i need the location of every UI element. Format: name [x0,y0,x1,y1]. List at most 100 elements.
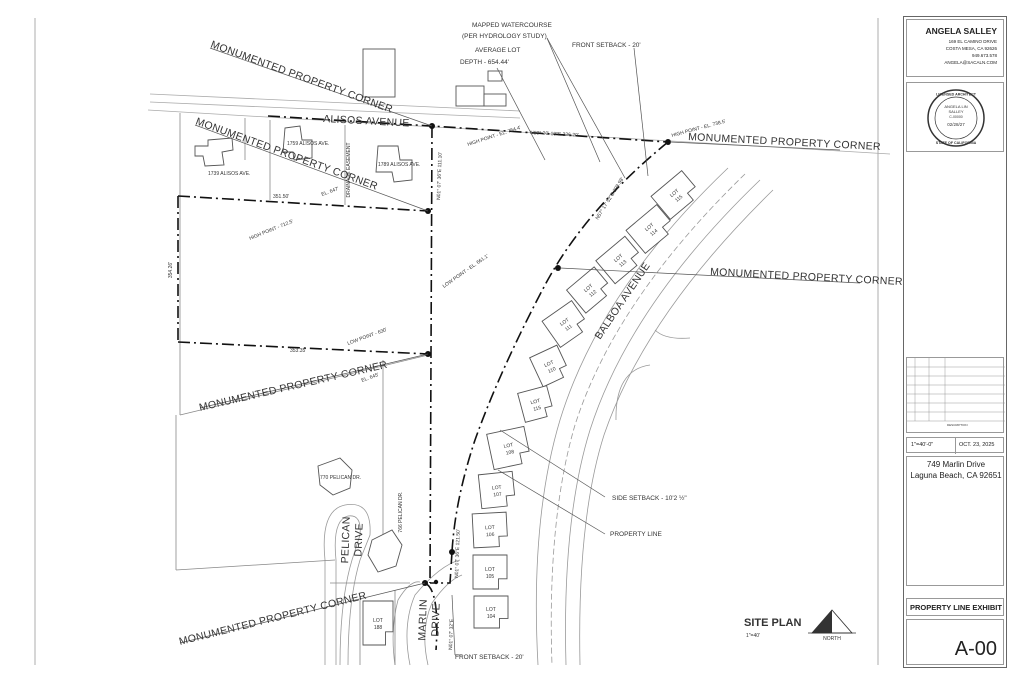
lot-number-label: 110 [547,366,557,375]
elevation-el-645: EL. 645' [361,372,380,384]
architect-seal-icon: LICENSED ARCHITECT ANGELA LIN SALLEY C-0… [927,89,985,147]
pelican-drive-road [323,503,371,666]
property-boundary [177,115,669,651]
drawing-scale: 1"=40'-0" [911,442,934,448]
lot-number-label: 112 [588,289,598,299]
lot-building-outline [565,266,609,314]
distance-2: 353.35' [290,348,306,354]
lot-number-label: 108 [505,449,515,457]
lot-word-label: LOT [485,567,495,573]
lot-word-label: LOT [503,442,514,450]
lot-building-outline [362,600,394,646]
lot-number-label: 104 [487,614,496,620]
street-label-alisos: ALISOS AVENUE [323,113,410,130]
seal-name-2: SALLEY [948,109,963,114]
lot-word-label: LOT [583,283,594,294]
bearing-east-line-2: N01° 07' 36"E 121.50' [454,529,462,578]
lot-building-outline [473,595,509,629]
drawing-date: OCT. 23, 2025 [959,442,995,448]
lot-word-label: LOT [373,618,383,624]
project-address-panel: 749 Marlin Drive Laguna Beach, CA 92651 [906,456,1004,586]
address-766-pelican: 766 PELICAN DR. [398,491,404,532]
elevation-low-point-1: LOW POINT - EL. 661.1' [442,253,490,289]
elevation-high-point-3: HIGH POINT - 712.5' [249,219,295,242]
street-label-marlin-2: DRIVE [429,603,442,637]
elevation-low-point-2: LOW POINT - 630' [347,327,388,347]
scale-date-row: 1"=40'-0" OCT. 23, 2025 [906,437,1004,454]
callout-monumented-corner-5: MONUMENTED PROPERTY CORNER [198,359,389,414]
site-plan-scale: 1"=40' [746,633,760,639]
lot-number-label: 115 [674,194,684,204]
lot-building-outline [625,204,671,254]
revisions-grid: DESCRIPTION [907,358,1005,427]
callout-monumented-corner-3: MONUMENTED PROPERTY CORNER [688,131,881,153]
lot-building-outline [517,385,553,423]
distance-3: 354.26' [168,262,174,278]
lot-building-outline [472,554,508,590]
sheet-title-panel: PROPERTY LINE EXHIBIT [906,598,1004,616]
lot-number-label: 107 [493,492,502,499]
address-1789-alisos: 1789 ALISOS AVE. [378,162,420,168]
architect-name: ANGELA SALLEY [925,26,997,36]
lot-word-label: LOT [492,485,502,492]
north-label: NORTH [823,636,841,642]
architect-phone: 949.673.578 [971,53,997,58]
revisions-description-label: DESCRIPTION [947,423,968,427]
lot-building-outline [477,470,516,510]
lot-number-label: 114 [649,228,659,238]
revisions-table: DESCRIPTION [906,357,1005,433]
seal-date: 02/28/27 [947,122,965,127]
architect-info-panel: ANGELA SALLEY 169 EL CAMINO DRIVE COSTA … [906,19,1004,77]
offsite-buildings [194,48,507,573]
lot-number-label: 113 [618,259,628,269]
site-plan-title: SITE PLAN [744,617,802,629]
lot-word-label: LOT [486,607,496,613]
lots-group: LOT115LOT114LOT113LOT112LOT111LOT110LOT1… [362,170,696,646]
seal-number: C-00000 [949,115,962,119]
lot-word-label: LOT [669,188,680,199]
callout-mapped-watercourse-1: MAPPED WATERCOURSE [472,22,552,29]
drainage-easement-label: DRAINAGE EASEMENT [346,142,352,197]
street-label-pelican-2: DRIVE [352,523,365,557]
marlin-drive-road [392,559,463,666]
street-label-pelican-1: PELICAN [339,516,353,563]
lot-word-label: LOT [543,359,554,369]
callout-average-lot-2: DEPTH - 654.44' [460,59,509,66]
address-770-pelican: 770 PELICAN DR. [320,475,361,481]
seal-top-text: LICENSED ARCHITECT [936,93,977,97]
lot-word-label: LOT [530,398,541,406]
callout-mapped-watercourse-2: (PER HYDROLOGY STUDY) [462,33,547,40]
sheet-number-panel: A-00 [906,619,1004,665]
callout-monumented-corner-6: MONUMENTED PROPERTY CORNER [178,590,368,648]
lot-word-label: LOT [485,525,495,532]
seal-bottom-text: STATE OF CALIFORNIA [936,141,977,145]
callout-front-setback-top: FRONT SETBACK - 20' [572,42,641,49]
lot-number-label: 115 [533,405,542,413]
street-label-marlin-1: MARLIN [416,599,429,641]
sheet-number: A-00 [954,638,997,660]
architect-address-1: 169 EL CAMINO DRIVE [948,39,997,44]
project-address-line-2: Laguna Beach, CA 92651 [910,471,1002,480]
lot-number-label: 106 [486,532,495,538]
bearing-marlin-line: N01° 07' 32"E [448,618,455,650]
lot-building-outline [541,299,586,349]
address-1759-alisos: 1759 ALISOS AVE. [287,141,329,147]
project-address-line-1: 749 Marlin Drive [926,460,986,469]
bearing-east-line-1: N01° 07' 36"E 111.10' [436,152,444,200]
lot-number-label: 188 [374,625,383,631]
callout-monumented-corner-4: MONUMENTED PROPERTY CORNER [710,266,903,288]
callout-property-line: PROPERTY LINE [610,531,662,538]
lot-number-label: 111 [564,323,574,332]
